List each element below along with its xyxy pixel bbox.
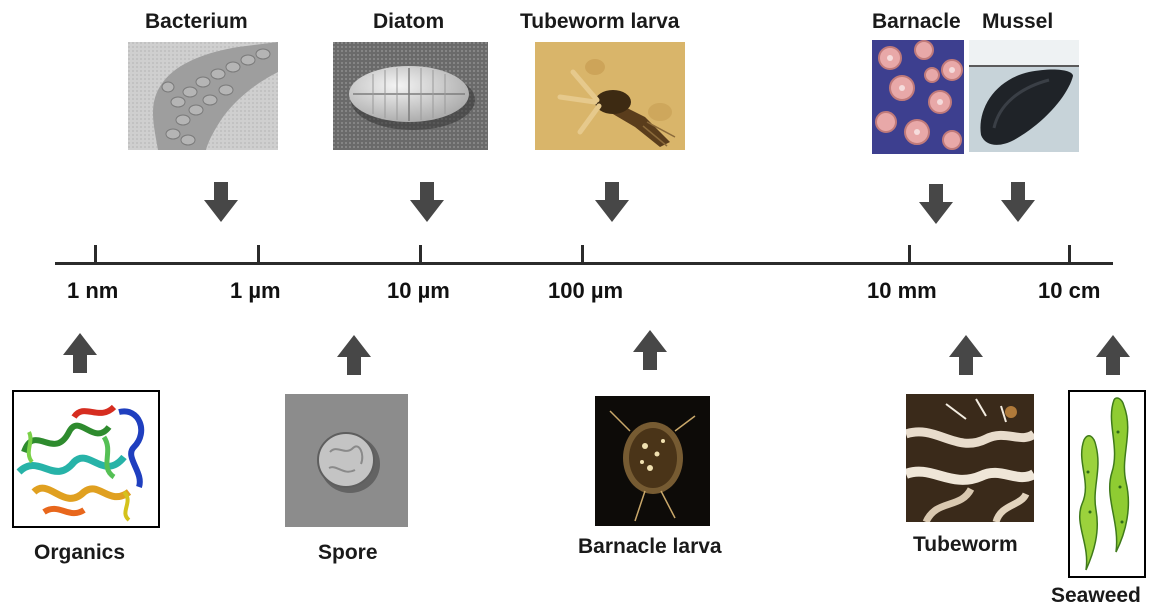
tubeworm-image xyxy=(906,394,1034,522)
label-diatom: Diatom xyxy=(373,10,444,34)
mussel-image xyxy=(969,40,1079,152)
label-barnacle-larva: Barnacle larva xyxy=(578,535,722,559)
tick-1nm xyxy=(94,245,97,263)
arrow-down-diatom xyxy=(410,182,444,222)
tick-100um xyxy=(581,245,584,263)
arrow-up-tubeworm xyxy=(949,335,983,375)
arrow-up-organics xyxy=(63,333,97,373)
tick-label-10mm: 10 mm xyxy=(867,278,937,304)
arrow-up-seaweed xyxy=(1096,335,1130,375)
label-mussel: Mussel xyxy=(982,10,1053,34)
barnacle-image xyxy=(872,40,964,154)
tick-10mm xyxy=(908,245,911,263)
tick-label-100um: 100 µm xyxy=(548,278,623,304)
arrow-down-barnacle xyxy=(919,184,953,224)
tick-label-1nm: 1 nm xyxy=(67,278,118,304)
label-spore: Spore xyxy=(318,541,378,565)
scale-axis xyxy=(55,262,1113,265)
organics-image xyxy=(12,390,160,528)
seaweed-image xyxy=(1068,390,1146,578)
diatom-image xyxy=(333,42,488,150)
tick-label-10um: 10 µm xyxy=(387,278,450,304)
bacterium-image xyxy=(128,42,278,150)
label-seaweed: Seaweed xyxy=(1051,584,1141,608)
arrow-up-barnacle-larva xyxy=(633,330,667,370)
tick-label-10cm: 10 cm xyxy=(1038,278,1100,304)
arrow-down-mussel xyxy=(1001,182,1035,222)
tick-1um xyxy=(257,245,260,263)
barnacle-larva-image xyxy=(595,396,710,526)
label-bacterium: Bacterium xyxy=(145,10,248,34)
tubeworm-larva-image xyxy=(535,42,685,150)
arrow-down-tubeworm-larva xyxy=(595,182,629,222)
tick-10um xyxy=(419,245,422,263)
arrow-down-bacterium xyxy=(204,182,238,222)
label-tubeworm-larva: Tubeworm larva xyxy=(520,10,680,34)
arrow-up-spore xyxy=(337,335,371,375)
label-tubeworm: Tubeworm xyxy=(913,533,1018,557)
tick-10cm xyxy=(1068,245,1071,263)
spore-image xyxy=(285,394,408,527)
label-barnacle: Barnacle xyxy=(872,10,961,34)
tick-label-1um: 1 µm xyxy=(230,278,281,304)
label-organics: Organics xyxy=(34,541,125,565)
